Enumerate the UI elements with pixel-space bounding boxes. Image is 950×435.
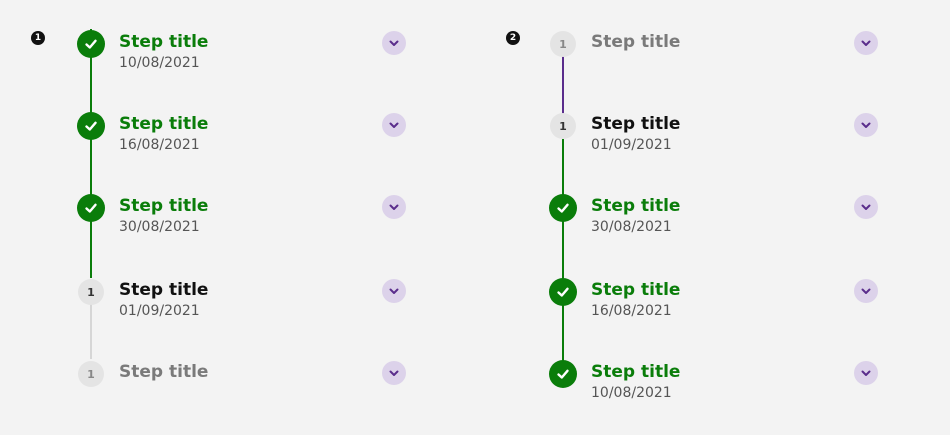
step-item[interactable]: Step title 16/08/2021 [77,112,407,158]
expand-button[interactable] [382,113,406,137]
step-number: 1 [87,285,95,299]
step-item[interactable]: 1 Step title [549,30,879,76]
step-item[interactable]: Step title 16/08/2021 [549,278,879,324]
step-item[interactable]: Step title 10/08/2021 [549,360,879,406]
chevron-down-icon [861,370,871,376]
check-icon [85,203,97,213]
example-marker-2: 2 [506,31,520,45]
step-number: 1 [559,37,567,51]
step-number-indicator: 1 [78,279,104,305]
check-icon [557,203,569,213]
check-icon [85,39,97,49]
check-icon [85,121,97,131]
step-date: 10/08/2021 [119,55,200,71]
step-title: Step title [119,362,209,382]
chevron-down-icon [389,204,399,210]
step-title: Step title [119,280,209,300]
step-number: 1 [559,119,567,133]
step-title: Step title [591,196,681,216]
step-date: 16/08/2021 [119,137,200,153]
check-icon [557,369,569,379]
check-icon [557,287,569,297]
example-marker-1: 1 [31,31,45,45]
chevron-down-icon [861,288,871,294]
step-date: 01/09/2021 [591,137,672,153]
expand-button[interactable] [854,195,878,219]
step-title: Step title [591,114,681,134]
step-title: Step title [119,114,209,134]
step-title: Step title [591,32,681,52]
expand-button[interactable] [854,113,878,137]
step-title: Step title [119,32,209,52]
step-completed-indicator [549,278,577,306]
step-number-indicator: 1 [550,113,576,139]
expand-button[interactable] [382,31,406,55]
step-completed-indicator [77,194,105,222]
expand-button[interactable] [382,361,406,385]
chevron-down-icon [861,204,871,210]
chevron-down-icon [861,40,871,46]
step-completed-indicator [77,112,105,140]
chevron-down-icon [389,122,399,128]
expand-button[interactable] [382,279,406,303]
step-date: 16/08/2021 [591,303,672,319]
step-item[interactable]: Step title 30/08/2021 [549,194,879,240]
step-title: Step title [119,196,209,216]
step-title: Step title [591,280,681,300]
expand-button[interactable] [854,361,878,385]
chevron-down-icon [389,370,399,376]
stepper-2: 1 Step title 1 Step title 01/09/2021 Ste… [549,0,889,435]
step-item[interactable]: 1 Step title [77,360,407,406]
step-completed-indicator [549,360,577,388]
step-completed-indicator [549,194,577,222]
chevron-down-icon [389,288,399,294]
connector-line [562,56,564,114]
step-number-indicator: 1 [550,31,576,57]
step-date: 01/09/2021 [119,303,200,319]
step-number-indicator: 1 [78,361,104,387]
step-date: 30/08/2021 [591,219,672,235]
connector-line [562,139,564,363]
step-item[interactable]: 1 Step title 01/09/2021 [549,112,879,158]
expand-button[interactable] [854,31,878,55]
step-date: 30/08/2021 [119,219,200,235]
step-completed-indicator [77,30,105,58]
expand-button[interactable] [382,195,406,219]
stepper-1: Step title 10/08/2021 Step title 16/08/2… [77,0,417,435]
step-item[interactable]: Step title 30/08/2021 [77,194,407,240]
step-number: 1 [87,367,95,381]
step-item[interactable]: Step title 10/08/2021 [77,30,407,76]
step-date: 10/08/2021 [591,385,672,401]
chevron-down-icon [389,40,399,46]
expand-button[interactable] [854,279,878,303]
chevron-down-icon [861,122,871,128]
step-item[interactable]: 1 Step title 01/09/2021 [77,278,407,324]
step-title: Step title [591,362,681,382]
connector-line [90,29,92,278]
connector-line [90,304,92,359]
